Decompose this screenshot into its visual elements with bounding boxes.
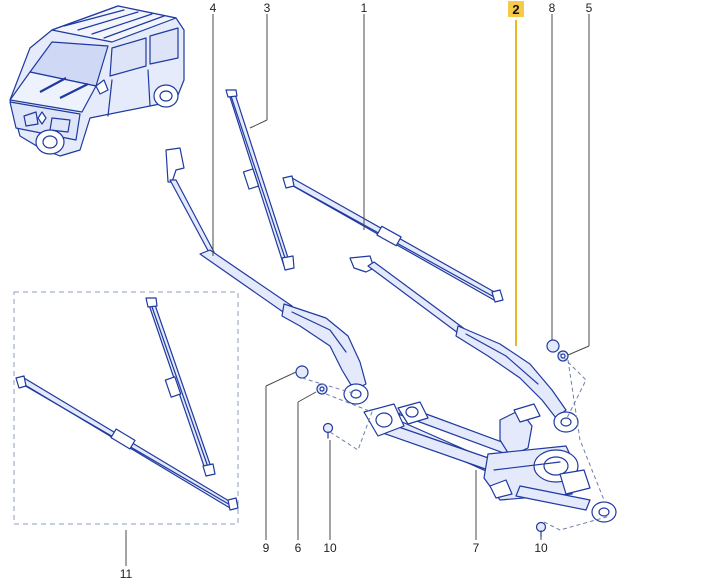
cap-part-9 — [295, 365, 309, 379]
leader-5-diag — [567, 345, 590, 356]
leader-9-diag — [265, 371, 297, 387]
callout-1: 1 — [361, 1, 368, 15]
wiper-linkage-motor-part-7 — [363, 401, 617, 523]
wiper-blade-part-11-long — [15, 375, 239, 511]
callout-8: 8 — [549, 1, 556, 15]
callout-6: 6 — [295, 541, 302, 555]
wiper-arm-part-4 — [165, 147, 369, 405]
bolt-part-10-right — [535, 521, 547, 538]
leader-6-diag — [297, 391, 317, 403]
nut-part-5 — [557, 350, 569, 362]
callout-2: 2 — [512, 2, 519, 17]
callout-10-right: 10 — [534, 541, 548, 555]
callout-3: 3 — [264, 1, 271, 15]
wiper-arm-part-2 — [349, 255, 579, 433]
callout-7: 7 — [473, 541, 480, 555]
callout-10-left: 10 — [323, 541, 337, 555]
callout-5: 5 — [586, 1, 593, 15]
callout-11: 11 — [120, 567, 133, 581]
leader-lines — [125, 14, 590, 566]
bolt-part-10-left — [322, 422, 334, 439]
callout-9: 9 — [263, 541, 270, 555]
callout-2-highlight — [508, 1, 524, 17]
leader-3-diag — [249, 119, 268, 129]
van-illustration — [9, 5, 185, 157]
nut-part-6 — [316, 383, 328, 395]
callout-4: 4 — [210, 1, 217, 15]
wiper-blade-part-11-short — [145, 297, 216, 477]
wiper-blade-part-3 — [225, 89, 295, 271]
cap-part-8 — [546, 339, 560, 353]
assembly-dashed-lines — [301, 351, 611, 531]
callout-labels: 4 3 1 2 8 5 11 9 6 10 7 10 — [120, 1, 593, 581]
wiper-blade-part-1 — [282, 175, 504, 303]
part-11-kit-box — [13, 291, 239, 525]
